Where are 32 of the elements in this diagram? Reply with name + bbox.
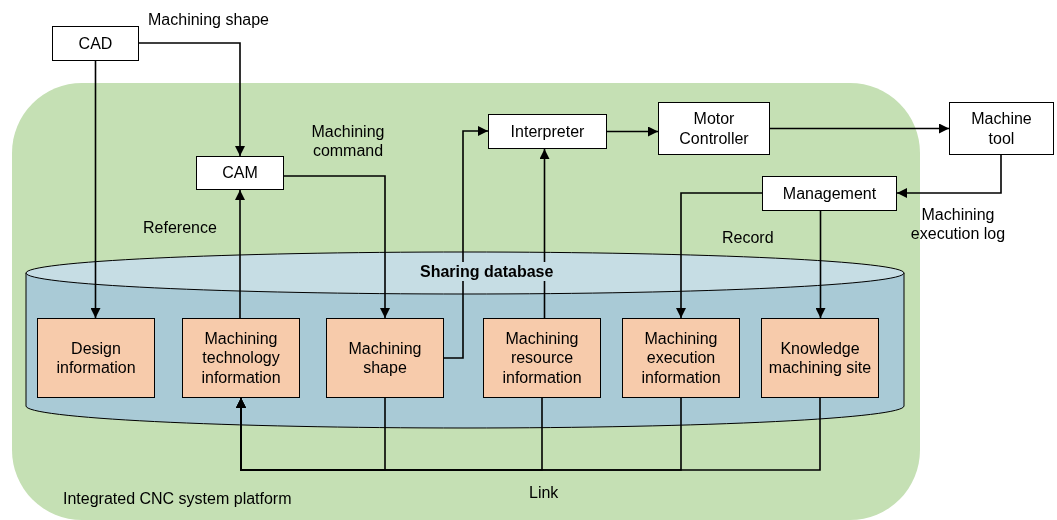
- arrow: [676, 192, 763, 319]
- arrow: [815, 210, 826, 319]
- data-box: Machining resource information: [483, 318, 601, 398]
- data-box: Machining execution information: [622, 318, 740, 398]
- arrow: [90, 60, 101, 319]
- data-box: Machining technology information: [182, 318, 300, 398]
- edge-label: Machining command: [310, 122, 386, 161]
- process-box: CAD: [52, 26, 139, 61]
- arrow: [235, 189, 245, 319]
- process-box: Interpreter: [488, 114, 607, 149]
- process-box: Motor Controller: [658, 102, 770, 155]
- edge-label: Link: [529, 483, 559, 503]
- arrow: [443, 126, 489, 359]
- arrow: [138, 42, 245, 157]
- arrow: [896, 154, 1002, 198]
- platform-label: Integrated CNC system platform: [63, 489, 292, 509]
- arrow: [539, 148, 550, 319]
- arrow: [236, 397, 821, 471]
- database-cylinder: [25, 251, 905, 428]
- arrow: [283, 175, 390, 319]
- process-box: CAM: [196, 156, 284, 190]
- data-box: Knowledge machining site: [761, 318, 879, 398]
- edge-label: Record: [722, 228, 774, 248]
- edge-label: Reference: [143, 218, 217, 238]
- arrow: [769, 123, 950, 134]
- process-box: Machine tool: [949, 102, 1054, 155]
- arrow: [606, 126, 659, 137]
- data-box: Machining shape: [326, 318, 444, 398]
- process-box: Management: [762, 176, 897, 211]
- data-box: Design information: [37, 318, 155, 398]
- edge-label: Machining shape: [148, 10, 269, 30]
- edge-label: Machining execution log: [909, 205, 1007, 244]
